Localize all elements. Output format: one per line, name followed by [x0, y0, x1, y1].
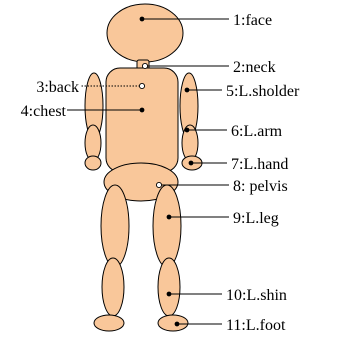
label-chest: 4:chest: [21, 103, 67, 120]
right-foot-shape: [94, 315, 124, 331]
head-shape: [107, 4, 183, 62]
left-shin-marker: [167, 292, 171, 296]
back-marker: [139, 83, 144, 88]
right-hand-shape: [85, 156, 101, 170]
face-marker: [140, 17, 144, 21]
label-left-foot: 11:L.foot: [226, 317, 286, 334]
neck-marker: [142, 63, 147, 68]
left-arm-marker: [185, 128, 189, 132]
left-foot-shape: [158, 315, 188, 331]
left-shin-shape: [158, 258, 180, 316]
label-left-sholder: 5:L.sholder: [226, 83, 300, 100]
label-pelvis: 8: pelvis: [233, 178, 288, 195]
right-leg-shape: [101, 185, 129, 267]
label-neck: 2:neck: [233, 59, 276, 76]
label-face: 1:face: [233, 12, 272, 29]
left-foot-marker: [175, 322, 179, 326]
label-left-leg: 9:L.leg: [233, 210, 279, 227]
body-figure: [85, 4, 202, 331]
label-left-shin: 10:L.shin: [226, 287, 287, 304]
label-back: 3:back: [36, 79, 79, 96]
label-left-hand: 7:L.hand: [231, 156, 288, 173]
left-hand-marker: [189, 161, 193, 165]
pelvis-marker: [156, 182, 161, 187]
left-sholder-marker: [185, 88, 189, 92]
left-leg-marker: [167, 215, 171, 219]
right-shin-shape: [102, 258, 124, 316]
left-leg-shape: [153, 185, 181, 267]
label-left-arm: 6:L.arm: [231, 123, 283, 140]
chest-marker: [140, 108, 144, 112]
